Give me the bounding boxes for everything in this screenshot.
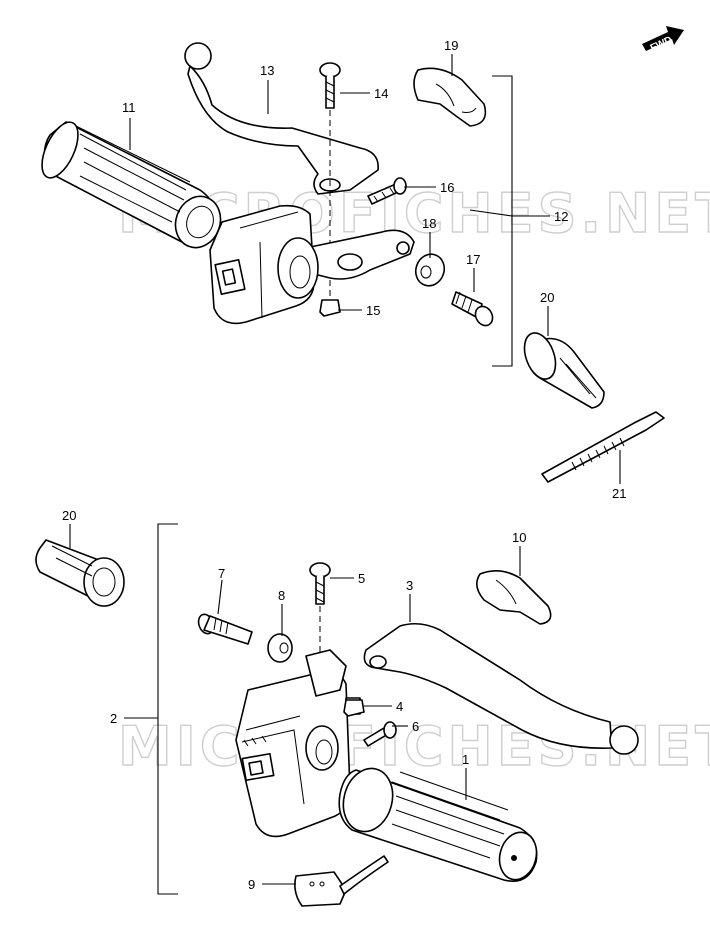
callout-6: 6 [412,719,419,734]
adjuster-bolt-top [451,291,494,327]
switch-connector [294,855,389,907]
lever-boot-top [413,67,487,127]
callout-3: 3 [406,578,413,593]
cable-cover-top [523,332,605,409]
callout-11: 11 [122,100,136,115]
callout-12: 12 [554,209,568,224]
brake-lever [363,622,639,755]
callout-17: 17 [466,252,480,267]
callout-15: 15 [366,303,380,318]
callout-7: 7 [218,566,225,581]
callout-21: 21 [612,486,626,501]
right-switch-housing [235,649,361,838]
bracket-2 [157,523,178,895]
bracket-12 [492,75,513,367]
callout-4: 4 [396,699,403,714]
cable-tie [541,411,665,483]
pivot-bolt-top [319,62,341,109]
left-switch-housing [209,204,319,325]
callout-20-top: 20 [540,290,554,305]
callout-14: 14 [374,86,388,101]
callout-1: 1 [462,752,469,767]
fwd-label: FWD [649,35,674,55]
callout-19: 19 [444,38,458,53]
callout-8: 8 [278,588,285,603]
nut-bottom [343,699,365,717]
callout-16: 16 [440,180,454,195]
nut-top [319,299,341,317]
clutch-lever [184,42,379,195]
callout-5: 5 [358,571,365,586]
cable-cover-bottom [35,539,125,607]
screw-16 [367,177,407,205]
leader-lines [69,54,621,885]
callout-13: 13 [260,63,274,78]
adjuster-nut-top [414,253,446,287]
callout-18: 18 [422,216,436,231]
fwd-arrow-icon: FWD [642,26,684,54]
lever-boot-bottom [476,570,552,625]
grip-right [338,767,538,882]
adjuster-nut-bottom [267,633,293,663]
callout-numbers: 11 13 14 16 12 18 17 15 19 20 21 20 10 5… [62,38,626,892]
callout-2: 2 [110,711,117,726]
pivot-bolt-bottom [309,562,331,605]
adjuster-bolt-bottom [197,613,253,645]
callout-20-bottom: 20 [62,508,76,523]
lever-holder-top [295,229,415,280]
callout-9: 9 [248,877,255,892]
callout-10: 10 [512,530,526,545]
